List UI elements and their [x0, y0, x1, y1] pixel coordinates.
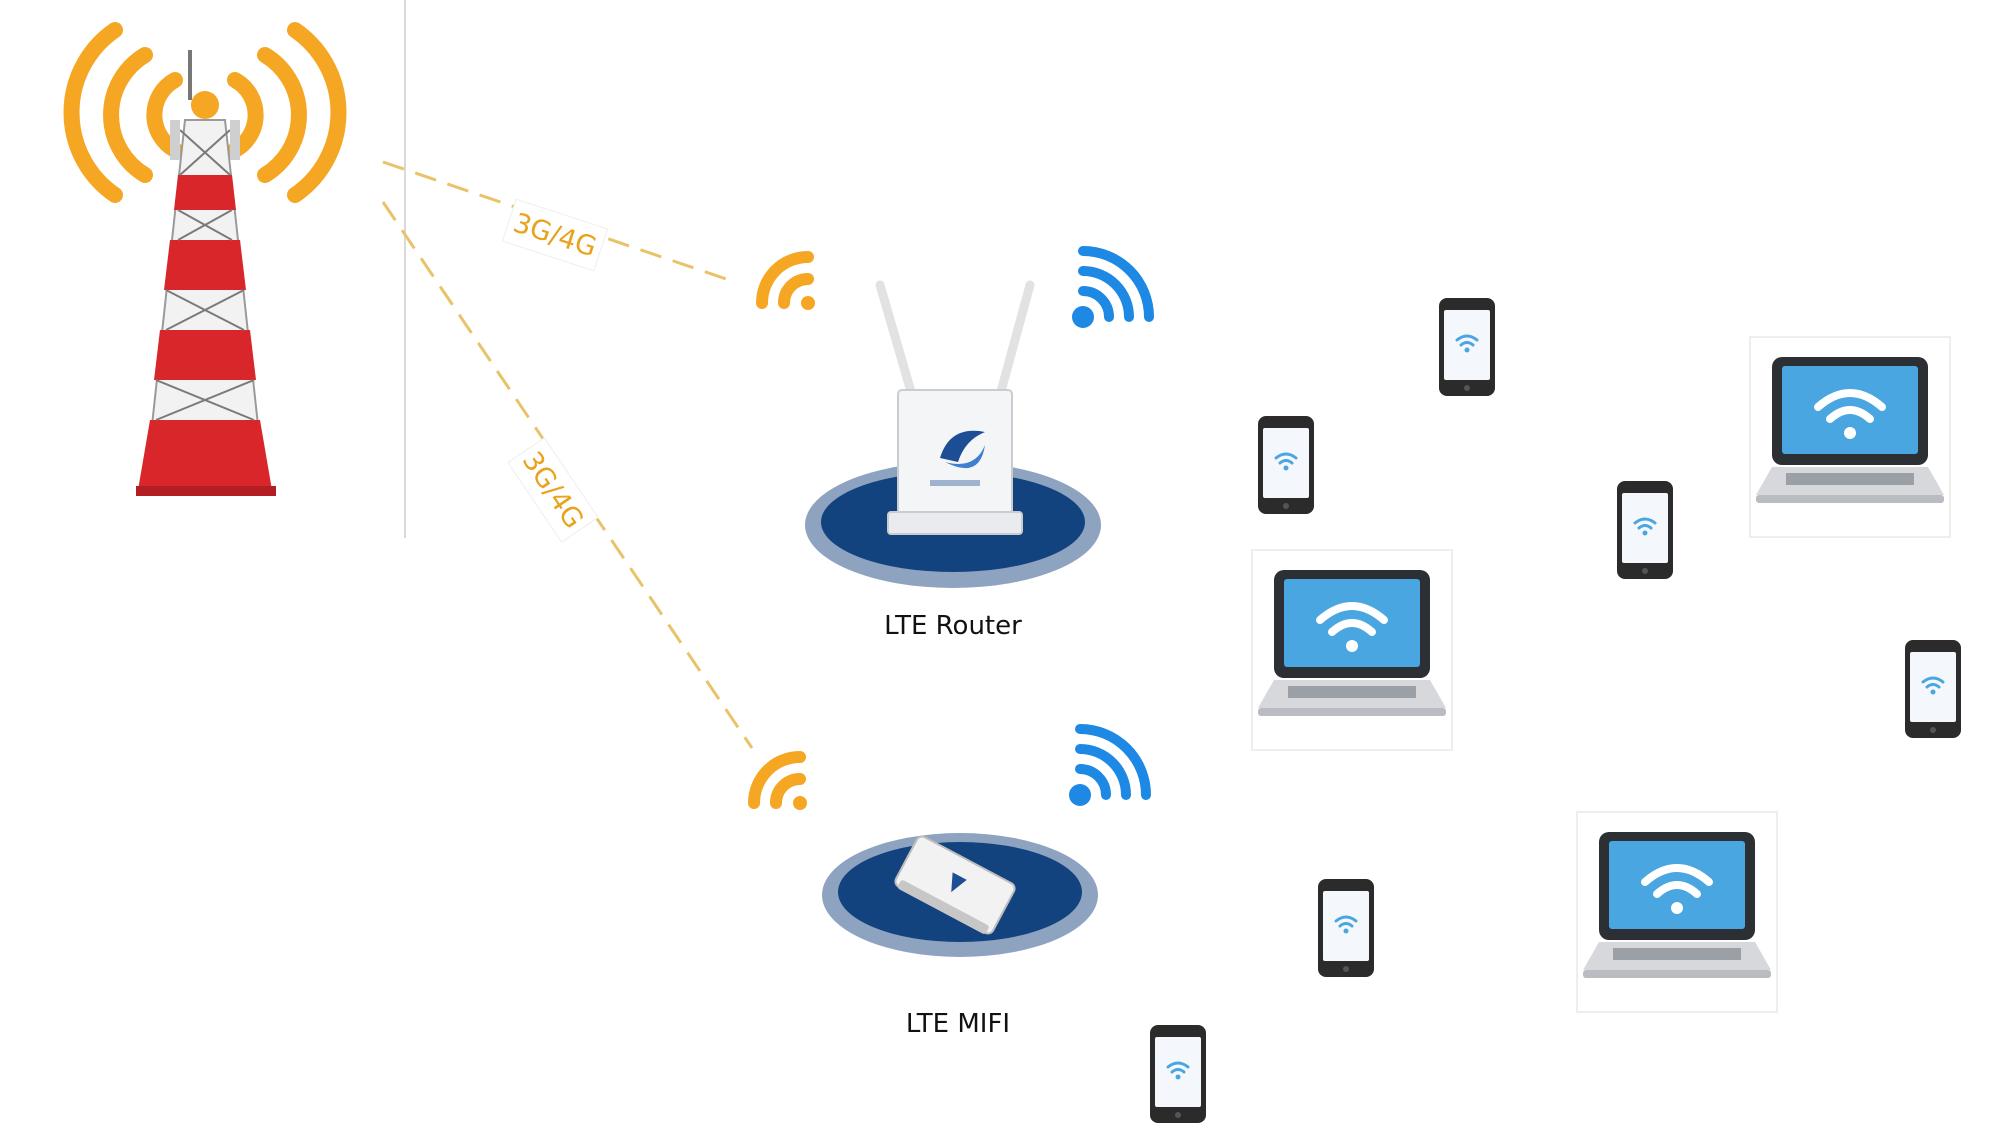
laptop-icon — [1577, 812, 1777, 1012]
link-tower-mifi: 3G/4G — [381, 201, 754, 749]
cellular-signal-icon — [754, 757, 807, 810]
smartphone-icon — [1615, 479, 1675, 581]
smartphone-icon — [1903, 638, 1963, 740]
laptop-icon — [1252, 550, 1452, 750]
mifi-device-icon — [822, 833, 1098, 957]
smartphone-icon — [1148, 1023, 1208, 1125]
cell-tower-icon — [63, 22, 347, 496]
lte-router-label: LTE Router — [884, 611, 1022, 641]
smartphone-icon — [1316, 877, 1376, 979]
link-tower-router: 3G/4G — [382, 160, 736, 284]
laptop-icon — [1750, 337, 1950, 537]
smartphone-icon — [1437, 296, 1497, 398]
smartphone-icon — [1256, 414, 1316, 516]
lte-router-icon — [805, 280, 1101, 588]
wifi-signal-icon — [1072, 251, 1149, 328]
wifi-signal-icon — [1069, 729, 1146, 806]
cellular-signal-icon — [762, 257, 815, 310]
lte-mifi-label: LTE MIFI — [906, 1009, 1010, 1039]
